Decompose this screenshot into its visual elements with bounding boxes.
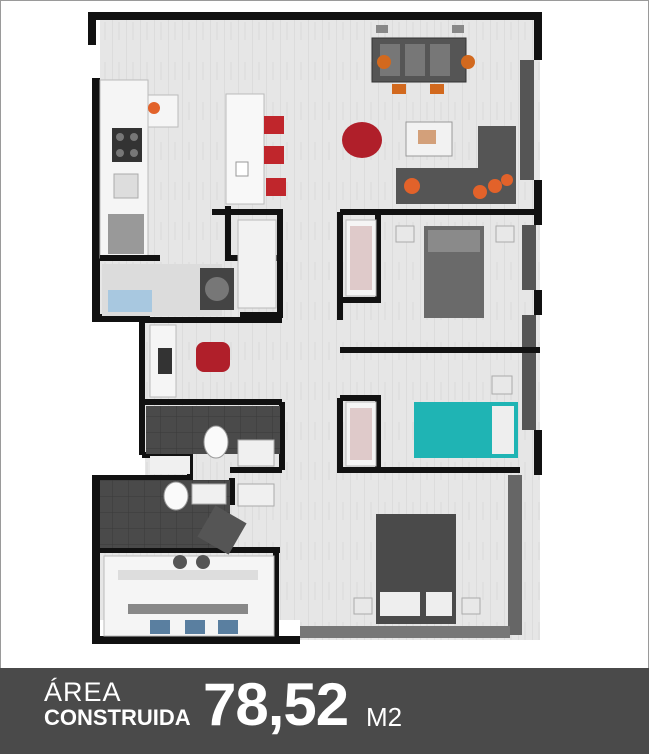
bathroom-2 [100,480,275,555]
area-value: 78,52 [203,671,349,738]
outer-walls [88,12,542,644]
kitchen-island [225,93,286,205]
bottom-window [300,626,510,638]
living-area [342,121,516,204]
right-windows [508,60,536,635]
bathroom-1 [146,406,280,474]
study [149,324,230,398]
footer-bar [0,668,649,754]
area-label: ÁREA [44,677,122,707]
bedroom-1 [345,219,515,318]
bedroom-2 [345,375,518,467]
laundry [102,219,277,316]
dining-table [371,25,475,94]
bedroom-master [353,514,481,624]
walk-in-closet [103,555,275,637]
interior-walls [96,206,540,640]
area-unit: M2 [366,702,403,732]
floor-plan [88,12,542,644]
construida-label: CONSTRUIDA [44,705,191,730]
